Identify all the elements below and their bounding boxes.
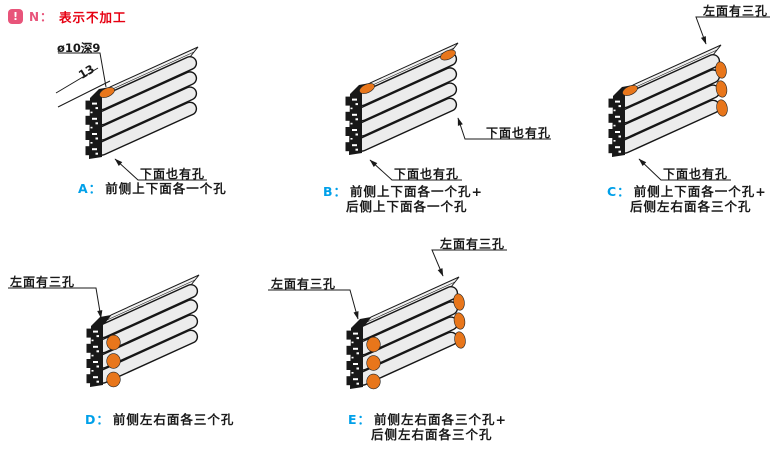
- alert-icon: !: [8, 9, 23, 24]
- machined-hole: [440, 49, 456, 61]
- machining-note: ! N： 表示不加工: [8, 7, 127, 26]
- callout-left-face-holes-c: 左面有三孔: [703, 4, 769, 18]
- caption-text: 前侧上下面各一个孔: [105, 181, 227, 196]
- machined-hole: [359, 83, 375, 94]
- callout-left-face-holes-d: 左面有三孔: [10, 275, 76, 289]
- caption-option-c: C：前侧上下面各一个孔+后侧左右面各三个孔: [607, 184, 767, 214]
- machined-hole: [715, 61, 727, 79]
- option-letter: B：: [323, 184, 348, 199]
- leader-left-face-c: [695, 16, 770, 45]
- option-letter: D：: [85, 412, 110, 427]
- extrusion-bar-C: [608, 44, 728, 157]
- caption-option-b: B：前侧上下面各一个孔+后侧上下面各一个孔: [323, 184, 483, 214]
- machined-hole: [366, 336, 381, 353]
- caption-option-a: A：前侧上下面各一个孔: [78, 181, 227, 196]
- leader-left-face-d: [8, 287, 103, 319]
- machined-hole: [366, 355, 381, 371]
- callout-bottom-hole-c: 下面也有孔: [663, 167, 729, 181]
- extrusion-bar-A: [85, 46, 199, 159]
- machined-hole: [106, 353, 121, 369]
- leader-bottom-rear-b: [457, 117, 551, 140]
- leader-bottom-b: [369, 159, 462, 181]
- caption-text-2: 后侧上下面各一个孔: [346, 199, 468, 214]
- caption-option-d: D：前侧左右面各三个孔: [85, 412, 234, 427]
- machined-hole: [106, 371, 121, 388]
- caption-option-e: E：前侧左右面各三个孔+后侧左右面各三个孔: [348, 412, 507, 442]
- caption-text: 前侧上下面各一个孔+: [633, 184, 767, 199]
- callout-left-face-rear-holes-e: 左面有三孔: [440, 237, 506, 251]
- machined-hole: [715, 80, 728, 98]
- caption-text: 前侧左右面各三个孔+: [374, 412, 508, 427]
- callout-left-face-holes-e: 左面有三孔: [271, 277, 337, 291]
- option-letter: A：: [78, 181, 103, 196]
- hole-spec-label: ø10深9: [57, 41, 101, 55]
- machined-hole: [622, 85, 638, 96]
- machined-hole: [454, 331, 466, 349]
- callout-bottom-hole-a: 下面也有孔: [140, 167, 206, 181]
- machined-hole: [106, 334, 121, 351]
- option-letter: E：: [348, 412, 372, 427]
- leader-hole-spec: [58, 52, 107, 88]
- machined-hole: [453, 293, 465, 311]
- callout-bottom-rear-hole-b: 下面也有孔: [486, 126, 552, 140]
- dim-line-13-upper: [55, 67, 99, 94]
- option-letter: C：: [607, 184, 631, 199]
- caption-text-2: 后侧左右面各三个孔: [371, 427, 493, 442]
- caption-text: 前侧上下面各一个孔+: [350, 184, 484, 199]
- caption-text-2: 后侧左右面各三个孔: [630, 199, 752, 214]
- machined-hole: [99, 87, 115, 98]
- note-code: N：: [29, 10, 54, 24]
- machined-hole: [453, 312, 466, 330]
- extrusion-bar-D: [86, 274, 200, 388]
- leader-left-face-e: [268, 289, 359, 320]
- machined-hole: [366, 373, 381, 390]
- extrusion-bar-E: [346, 276, 466, 390]
- leader-bottom-c: [638, 158, 731, 181]
- note-text: 表示不加工: [59, 10, 127, 25]
- dim-line-13-lower: [57, 80, 111, 108]
- extrusion-bar-B: [345, 42, 459, 155]
- caption-text: 前侧左右面各三个孔: [112, 412, 235, 427]
- machined-hole: [716, 99, 728, 117]
- callout-bottom-hole-b: 下面也有孔: [394, 167, 460, 181]
- leader-bottom-a: [114, 158, 207, 181]
- leader-left-face-rear-e: [431, 249, 507, 277]
